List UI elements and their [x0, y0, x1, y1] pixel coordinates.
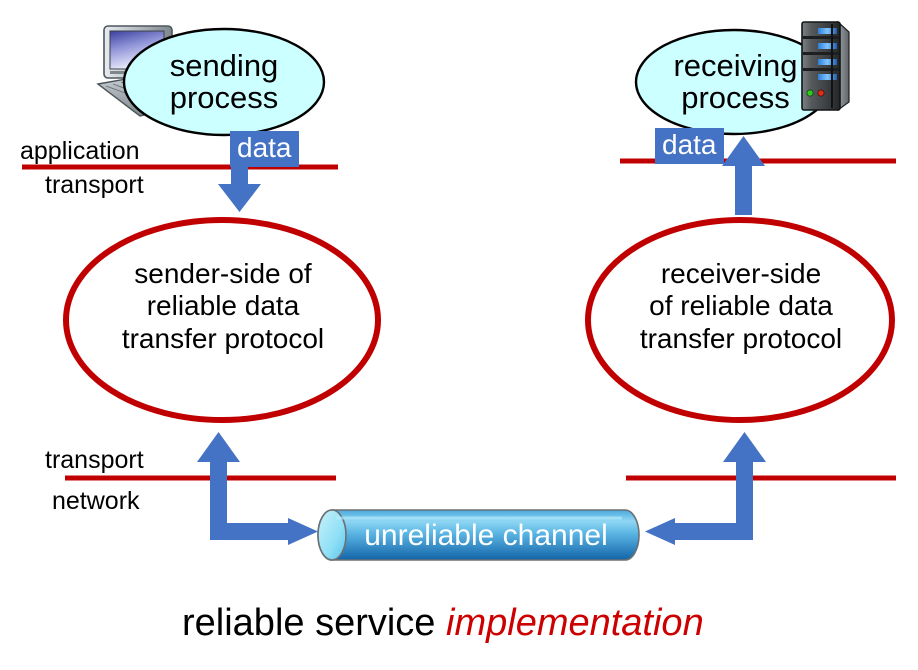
- sender-protocol-line2: reliable data: [146, 290, 300, 322]
- sending-process-label: sending process: [148, 50, 300, 113]
- sending-process-ellipse: [122, 27, 326, 137]
- receiver-protocol-line2: of reliable data: [649, 290, 833, 322]
- caption-emphasis: implementation: [446, 602, 704, 644]
- receiving-process-line1: receiving: [673, 48, 798, 83]
- receiver-protocol-line3: transfer protocol: [639, 322, 843, 354]
- label-network: network: [52, 487, 140, 515]
- right-channel-elbow-arrow: [645, 432, 766, 545]
- left-data-badge: data: [230, 131, 299, 167]
- unreliable-channel-label: unreliable channel: [364, 519, 608, 552]
- right-data-badge: data: [655, 128, 724, 164]
- left-channel-elbow-arrow: [197, 432, 318, 545]
- sender-side-protocol-label: sender-side of reliable data transfer pr…: [92, 258, 354, 355]
- caption-plain: reliable service: [182, 602, 436, 644]
- sender-protocol-line3: transfer protocol: [121, 322, 325, 354]
- sender-side-protocol-ellipse: [63, 217, 381, 423]
- rack-led-bars: [818, 28, 837, 80]
- label-transport-lower: transport: [45, 446, 144, 474]
- sender-protocol-line1: sender-side of: [134, 258, 312, 289]
- right-data-up-arrow: [722, 136, 765, 215]
- unreliable-channel-cylinder: [317, 509, 640, 561]
- receiving-process-line2: process: [681, 79, 790, 115]
- receiving-process-label: receiving process: [657, 50, 814, 113]
- server-rack-icon: [801, 20, 850, 112]
- receiver-side-protocol-label: receiver-side of reliable data transfer …: [610, 258, 872, 355]
- sending-process-line2: process: [169, 79, 279, 115]
- label-transport-upper: transport: [45, 171, 144, 199]
- diagram-caption: reliable service implementation: [182, 602, 704, 645]
- sending-process-line1: sending: [169, 48, 279, 83]
- label-application: application: [20, 137, 140, 165]
- receiver-side-protocol-ellipse: [585, 217, 895, 423]
- receiver-protocol-line1: receiver-side: [660, 258, 822, 289]
